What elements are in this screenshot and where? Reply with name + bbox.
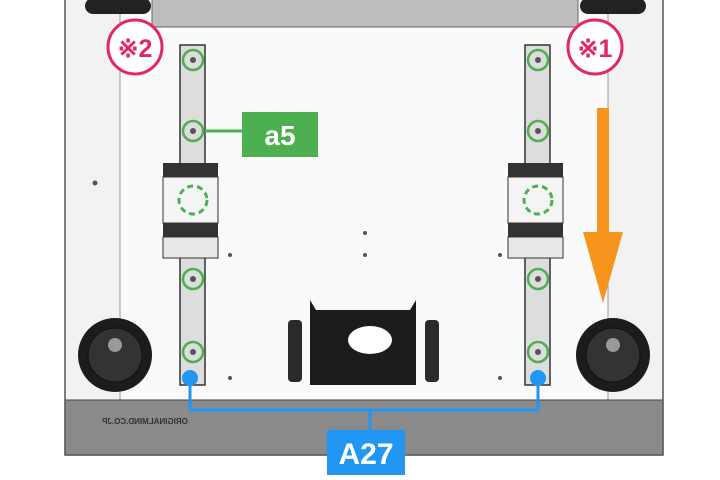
carriage-left <box>162 163 219 259</box>
motor-mount <box>288 300 439 385</box>
a27-leader <box>188 378 540 430</box>
foot-bottom-right <box>576 318 650 392</box>
note-marker-1 <box>566 18 624 76</box>
a27-point-right <box>530 370 546 386</box>
foot-top-right <box>580 0 646 14</box>
foot-top-left <box>85 0 151 14</box>
engraving-text: ORIGINALMIND.CO.JP <box>101 417 187 426</box>
a27-label: A27 <box>338 438 393 471</box>
top-cutout <box>151 0 579 28</box>
note-marker-2-label: ※2 <box>118 35 153 63</box>
dashed-mark-right <box>522 184 554 216</box>
dashed-mark-left <box>177 184 209 216</box>
screw-highlights <box>181 48 550 364</box>
direction-arrow-icon <box>583 108 623 303</box>
carriage-right <box>507 163 564 259</box>
a5-label-box <box>242 112 318 157</box>
foot-bottom-left <box>78 318 152 392</box>
note-marker-1-label: ※1 <box>578 35 613 63</box>
a5-label: a5 <box>264 120 295 151</box>
a27-label-box <box>327 430 405 475</box>
note-marker-2 <box>106 18 164 76</box>
a27-point-left <box>182 370 198 386</box>
